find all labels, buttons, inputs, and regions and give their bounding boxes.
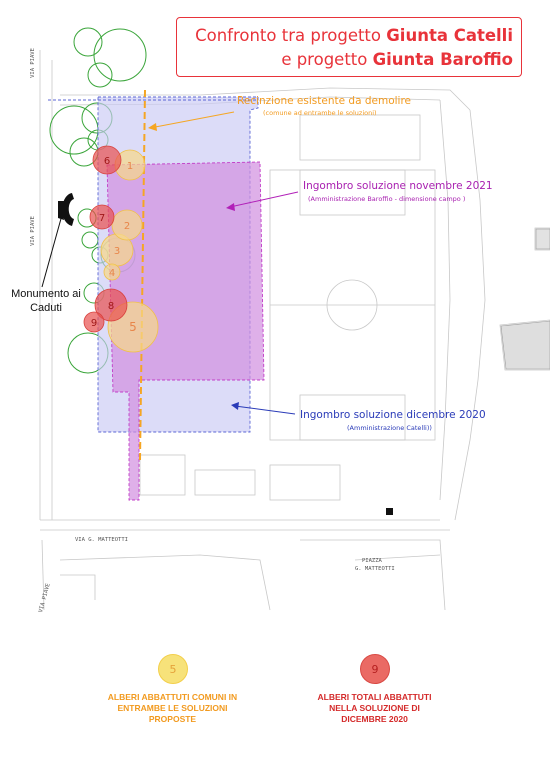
- felled-tree-9: [83, 311, 105, 333]
- felled-tree-label-6: 6: [104, 156, 110, 167]
- nov-2021-sublabel: (Amministrazione Baroffio - dimensione c…: [308, 195, 466, 203]
- title-catelli: Giunta Catelli: [386, 26, 513, 45]
- felled-tree-label-7: 7: [99, 213, 105, 224]
- legend-common-line: ALBERI ABBATTUTI COMUNI IN: [107, 692, 238, 702]
- street-via-piave-mid: VIA PIAVE: [29, 216, 36, 246]
- dec-2020-label: Ingombro soluzione dicembre 2020: [300, 409, 486, 421]
- building-block: [500, 320, 550, 370]
- felled-tree-label-5: 5: [129, 320, 137, 334]
- dec-2020-sublabel: (Amministrazione Catelli)): [347, 424, 432, 432]
- footprint-nov-2021: [106, 161, 265, 501]
- street-via-piave-top: VIA PIAVE: [29, 48, 36, 78]
- felled-tree-8: [94, 288, 128, 322]
- existing-trees: [49, 27, 147, 374]
- nov-2021-label: Ingombro soluzione novembre 2021: [303, 180, 493, 192]
- piazza-label-1: PIAZZA: [362, 558, 382, 564]
- legend-total-line: ALBERI TOTALI ABBATTUTI: [317, 692, 432, 702]
- title-prefix: e progetto: [281, 50, 373, 69]
- monument-label-line2: Caduti: [30, 302, 62, 314]
- fence-to-demolish: [139, 89, 146, 461]
- building-block: [535, 228, 550, 250]
- felled-tree-label-1: 1: [127, 161, 133, 172]
- felled-tree-label-8: 8: [108, 301, 114, 312]
- felled-tree-label-9: 9: [91, 318, 97, 329]
- legend-total-line: DICEMBRE 2020: [341, 714, 408, 724]
- piazza-label-2: G. MATTEOTTI: [355, 566, 395, 572]
- fence-sublabel: (comune ad entrambe le soluzioni): [263, 109, 377, 117]
- legend-common-line: PROPOSTE: [148, 714, 197, 724]
- title-baroffio: Giunta Baroffio: [372, 50, 513, 69]
- fence-label: Recinzione esistente da demolire: [237, 95, 411, 107]
- small-marker: [386, 508, 393, 515]
- felled-tree-7: [89, 204, 115, 230]
- monument-shape: [62, 193, 74, 226]
- legend-common-circle: 5: [158, 654, 188, 684]
- title-box: Confronto tra progetto Giunta Catelli e …: [176, 17, 522, 77]
- felled-tree-2: [111, 209, 143, 241]
- felled-trees-layer: 5 3 2 1 4 89 6 7: [83, 145, 159, 353]
- felled-tree-label-3: 3: [114, 246, 120, 257]
- legend-total-circle: 9: [360, 654, 390, 684]
- felled-tree-6: [92, 145, 122, 175]
- legend-common-text: ALBERI ABBATTUTI COMUNI IN ENTRAMBE LE S…: [95, 692, 250, 725]
- felled-tree-label-2: 2: [124, 221, 130, 232]
- felled-tree-label-4: 4: [109, 268, 115, 279]
- title-line-1: Confronto tra progetto Giunta Catelli: [195, 26, 513, 45]
- monument-label-line1: Monumento ai: [11, 288, 81, 300]
- title-line-2: e progetto Giunta Baroffio: [281, 50, 513, 69]
- legend-total-text: ALBERI TOTALI ABBATTUTI NELLA SOLUZIONE …: [297, 692, 452, 725]
- title-prefix: Confronto tra progetto: [195, 26, 387, 45]
- legend-common-line: ENTRAMBE LE SOLUZIONI: [117, 703, 228, 713]
- plan-outlines: [39, 50, 550, 611]
- legend-total-line: NELLA SOLUZIONE DI: [329, 703, 420, 713]
- felled-tree-4: [103, 263, 121, 281]
- street-via-matteotti: VIA G. MATTEOTTI: [75, 537, 128, 543]
